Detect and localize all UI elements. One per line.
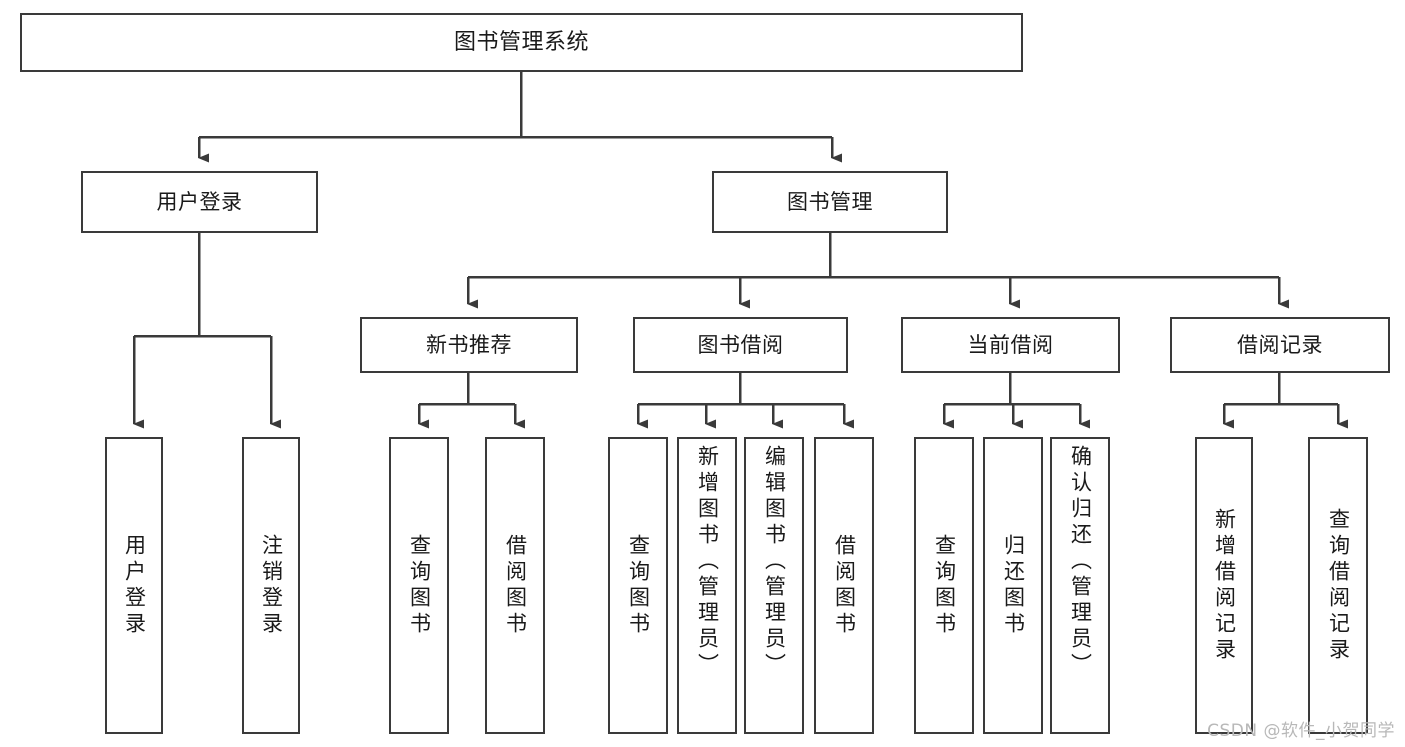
node-leaf-edit-book-admin[interactable]: 编辑图书（管理员）	[744, 437, 804, 734]
node-leaf-return-book[interactable]: 归还图书	[983, 437, 1043, 734]
node-label: 确认归还（管理员）	[1068, 445, 1093, 679]
node-leaf-confirm-return-admin[interactable]: 确认归还（管理员）	[1050, 437, 1110, 734]
node-module-user-login[interactable]: 用户登录	[81, 171, 318, 233]
node-leaf-query-book-recommend[interactable]: 查询图书	[389, 437, 449, 734]
node-label: 归还图书	[1001, 533, 1026, 638]
node-module-book-management[interactable]: 图书管理	[712, 171, 948, 233]
node-leaf-add-borrow-record[interactable]: 新增借阅记录	[1195, 437, 1253, 734]
node-leaf-add-book-admin[interactable]: 新增图书（管理员）	[677, 437, 737, 734]
node-label: 图书管理	[787, 189, 873, 214]
watermark-text: CSDN @软件_小贺同学	[1207, 721, 1395, 741]
node-label: 借阅图书	[832, 533, 857, 638]
node-label: 当前借阅	[967, 332, 1054, 357]
node-leaf-logout[interactable]: 注销登录	[242, 437, 300, 734]
node-label: 查询图书	[932, 533, 957, 638]
node-leaf-borrow-book[interactable]: 借阅图书	[814, 437, 874, 734]
node-label: 图书管理系统	[453, 29, 589, 55]
node-leaf-query-borrow-record[interactable]: 查询借阅记录	[1308, 437, 1368, 734]
node-label: 借阅记录	[1237, 332, 1323, 357]
node-label: 查询借阅记录	[1326, 507, 1351, 664]
node-label: 注销登录	[259, 533, 284, 638]
node-label: 借阅图书	[503, 533, 528, 638]
node-label: 新书推荐	[426, 332, 512, 357]
node-label: 用户登录	[122, 533, 147, 638]
node-label: 编辑图书（管理员）	[762, 445, 787, 679]
node-leaf-query-book-current[interactable]: 查询图书	[914, 437, 974, 734]
node-leaf-borrow-book-recommend[interactable]: 借阅图书	[485, 437, 545, 734]
node-label: 图书借阅	[697, 332, 784, 357]
node-submodule-book-borrow[interactable]: 图书借阅	[633, 317, 848, 373]
node-leaf-user-login[interactable]: 用户登录	[105, 437, 163, 734]
node-label: 查询图书	[626, 533, 651, 638]
node-submodule-current-borrow[interactable]: 当前借阅	[901, 317, 1120, 373]
node-label: 新增借阅记录	[1212, 507, 1237, 664]
node-label: 查询图书	[407, 533, 432, 638]
node-leaf-query-book-borrow[interactable]: 查询图书	[608, 437, 668, 734]
node-root-system[interactable]: 图书管理系统	[20, 13, 1023, 72]
node-submodule-new-book-recommend[interactable]: 新书推荐	[360, 317, 578, 373]
node-label: 新增图书（管理员）	[695, 445, 720, 679]
node-label: 用户登录	[156, 189, 243, 214]
node-submodule-borrow-record[interactable]: 借阅记录	[1170, 317, 1390, 373]
